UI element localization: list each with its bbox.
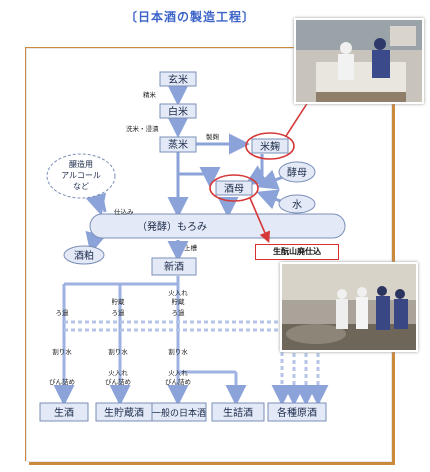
komekoji-label: 米麹 — [260, 140, 280, 153]
hakumai-box — [159, 103, 197, 119]
kobo-label: 酵母 — [287, 167, 307, 179]
koji-making-photo — [294, 18, 424, 104]
seikiku-label: 製麹 — [206, 132, 220, 141]
col2-label-1: ろ過 — [112, 308, 126, 317]
ippan-label: 一般の日本酒 — [152, 407, 206, 419]
shubo-work-photo — [280, 262, 418, 352]
col3-label-5: びん詰め — [165, 377, 191, 386]
sakekasu-label: 酒粕 — [74, 249, 94, 262]
col2-label-0: 貯蔵 — [112, 297, 126, 306]
namazumeshu-label: 生詰酒 — [223, 406, 253, 419]
moromi-box — [89, 213, 346, 239]
josou-label: 上槽 — [184, 243, 198, 252]
jozo-alcohol-ellipse — [46, 153, 116, 199]
namazumeshu-box — [211, 402, 265, 422]
komekoji-box — [251, 138, 289, 154]
col2-label-3: 火入れ — [108, 369, 128, 377]
komekoji-highlight — [245, 132, 295, 160]
shinshu-box — [151, 257, 197, 276]
namachozoshu-label: 生貯蔵酒 — [104, 406, 144, 419]
shinshu-label: 新酒 — [164, 260, 184, 273]
sakekasu-ellipse — [63, 245, 105, 265]
namazake-box — [39, 402, 89, 422]
callout-connector — [249, 197, 270, 243]
shubo-label: 酒母 — [224, 183, 244, 195]
jozo-alcohol-line2: アルコール — [61, 171, 101, 180]
genshu-label: 各種原酒 — [277, 406, 317, 419]
hakumai-label: 白米 — [168, 105, 188, 118]
jozo-alcohol-line3: など — [73, 182, 89, 191]
mushimai-box — [159, 136, 197, 153]
genmai-label: 玄米 — [168, 73, 188, 86]
genshu-box — [267, 402, 327, 422]
genmai-box — [159, 71, 197, 87]
seimai-label: 精米 — [143, 90, 157, 99]
ippan-box — [151, 402, 207, 422]
callout-label: 生酛山廃仕込 — [255, 244, 339, 260]
jozo-alcohol-line1: 醸造用 — [69, 159, 93, 169]
mushimai-label: 蒸米 — [168, 138, 188, 151]
col3-label-4: 火入れ — [168, 369, 188, 377]
namazake-label: 生酒 — [54, 406, 74, 419]
branch-arrows — [53, 276, 247, 406]
col2-label-4: びん詰め — [105, 377, 131, 386]
col2-label-2: 割り水 — [108, 347, 128, 356]
mizu-label: 水 — [292, 199, 302, 211]
shikomi-label: 仕込み — [114, 207, 134, 216]
col3-label-1: 貯蔵 — [172, 297, 186, 306]
branch-labels: ろ過 割り水 びん詰め 貯蔵 ろ過 割り水 火入れ びん詰め 火入れ 貯蔵 ろ過… — [49, 289, 191, 386]
photo1-connector — [285, 101, 309, 137]
shubo-box — [215, 180, 253, 196]
senmai-label: 洗米・浸漬 — [126, 124, 159, 133]
col3-label-2: ろ過 — [172, 308, 186, 317]
step-labels: 精米 洗米・浸漬 製麹 仕込み 上槽 — [114, 90, 220, 252]
col3-label-0: 火入れ — [168, 289, 188, 297]
col1-label-2: びん詰め — [49, 377, 75, 386]
col3-label-3: 割り水 — [168, 347, 188, 356]
moromi-label: （発酵）もろみ — [137, 220, 207, 233]
col1-label-1: 割り水 — [52, 347, 72, 356]
diagram-title: 〔日本酒の製造工程〕 — [124, 10, 255, 24]
kobo-ellipse — [278, 161, 316, 183]
highlight-marks — [209, 101, 309, 243]
mizu-ellipse — [278, 194, 316, 214]
col1-label-0: ろ過 — [56, 308, 70, 317]
shubo-highlight — [209, 174, 259, 202]
